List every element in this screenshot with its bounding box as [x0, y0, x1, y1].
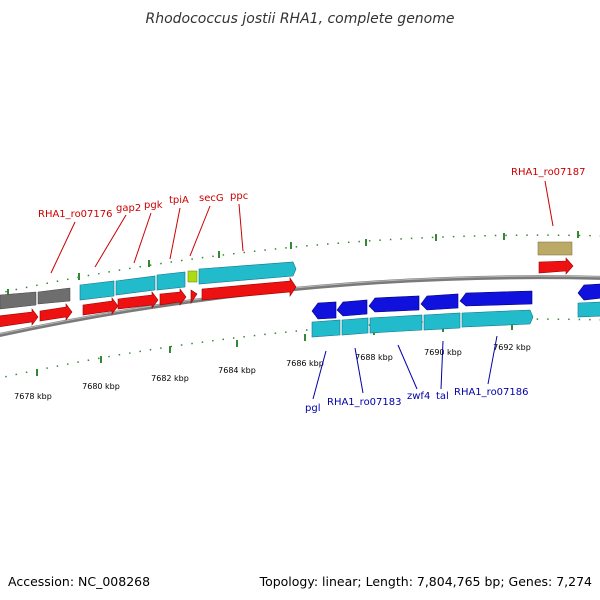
- gene-label[interactable]: ppc: [230, 191, 248, 202]
- gene-label[interactable]: secG: [199, 193, 224, 204]
- accession-text: Accession: NC_008268: [8, 574, 150, 589]
- gene-label[interactable]: pgl: [305, 403, 320, 414]
- tick-label: 7686 kbp: [286, 359, 324, 368]
- gene-label[interactable]: pgk: [144, 200, 163, 211]
- gene-label[interactable]: gap2: [116, 203, 141, 214]
- gene-block-gray: [0, 287, 71, 310]
- upper-scale: [0, 231, 600, 296]
- secG-gene: [187, 270, 198, 283]
- genome-summary-text: Topology: linear; Length: 7,804,765 bp; …: [259, 574, 592, 589]
- gene-labels-bottom: pgl RHA1_ro07183 zwf4 tal RHA1_ro07186: [305, 335, 529, 414]
- gene-label[interactable]: RHA1_ro07186: [454, 387, 529, 398]
- cds-row-lower: [311, 301, 600, 338]
- gene-label[interactable]: RHA1_ro07176: [38, 209, 113, 220]
- cds-row-upper: [79, 261, 297, 301]
- tick-label: 7684 kbp: [218, 366, 256, 375]
- tick-label: 7688 kbp: [355, 353, 393, 362]
- gene-label[interactable]: zwf4: [407, 391, 430, 402]
- gene-label[interactable]: tpiA: [169, 195, 189, 206]
- tick-label: 7680 kbp: [82, 382, 120, 391]
- gene-arrow-red: [538, 257, 574, 275]
- tick-label: 7678 kbp: [14, 392, 52, 401]
- gene-label[interactable]: RHA1_ro07183: [327, 397, 402, 408]
- gene-label[interactable]: RHA1_ro07187: [511, 167, 586, 178]
- tick-label: 7692 kbp: [493, 343, 531, 352]
- gene-block-olive: [537, 241, 573, 256]
- gene-row-reverse: [311, 283, 600, 320]
- gene-label[interactable]: tal: [436, 391, 449, 402]
- page-title: Rhodococcus jostii RHA1, complete genome: [145, 11, 454, 27]
- tick-label: 7682 kbp: [151, 374, 189, 383]
- gene-labels-top: RHA1_ro07176 gap2 pgk tpiA secG ppc RHA1…: [38, 167, 586, 274]
- gene-row-forward: [0, 277, 297, 328]
- genome-backbone-highlight: [0, 275, 600, 335]
- genome-backbone: [0, 275, 600, 337]
